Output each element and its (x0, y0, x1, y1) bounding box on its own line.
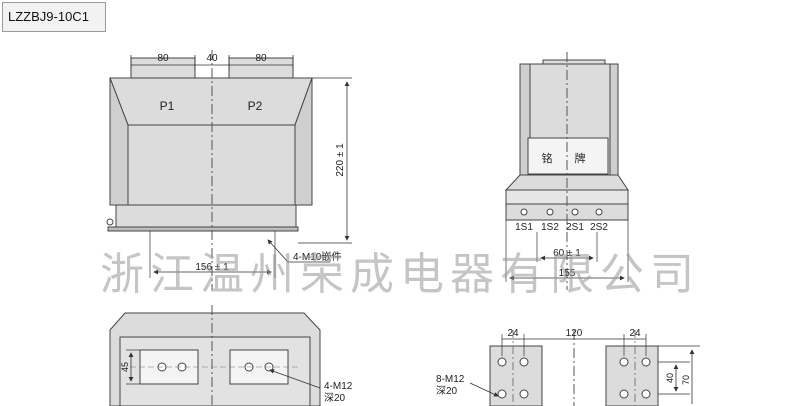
front-ground-bolt (106, 218, 114, 226)
terminal-label-1s1: 1S1 (515, 222, 533, 233)
front-top-body (109, 77, 313, 126)
dim-base-width: 155 (559, 268, 576, 279)
br-hole-7 (619, 389, 629, 399)
br-hole-5 (619, 357, 629, 367)
terminal-screw-1s2 (546, 208, 554, 216)
nameplate (527, 137, 609, 175)
nameplate-char-1: 铭 (542, 151, 553, 165)
terminal-screw-1s1 (520, 208, 528, 216)
bottom-right-pad-right (605, 345, 659, 406)
dim-right-width: 80 (255, 53, 267, 64)
insert-note: 4-M10嵌件 (293, 251, 341, 263)
br-hole-4 (519, 389, 529, 399)
dim-120: 120 (566, 328, 583, 339)
bottom-view: 45 4-M12 深20 (109, 305, 353, 406)
hole-note-line2: 深20 (324, 392, 346, 404)
br-hole-8 (641, 389, 651, 399)
terminal-p1-label: P1 (160, 99, 175, 113)
dim-inner-spacing: 60 ± 1 (553, 248, 581, 259)
front-view: 80 40 80 P1 P2 220 ± 1 156 ± 1 4-M10嵌件 (106, 50, 352, 290)
br-hole-3 (497, 389, 507, 399)
br-hole-note-line1: 8-M12 (436, 374, 465, 385)
bottom-right-pad-left (489, 345, 543, 406)
dim-left-width: 80 (157, 53, 169, 64)
dim-mount-spacing: 156 ± 1 (195, 262, 229, 273)
side-view: 铭 牌 1S1 1S2 2S1 2S2 60 ± 1 155 (504, 52, 629, 290)
nameplate-char-2: 牌 (575, 151, 586, 165)
dim-height: 220 ± 1 (335, 143, 346, 177)
br-hole-note-line2: 深20 (436, 385, 458, 397)
model-title: LZZBJ9-10C1 (2, 2, 106, 32)
br-hole-1 (497, 357, 507, 367)
terminal-p2-label: P2 (248, 99, 263, 113)
front-base (115, 204, 297, 228)
hole-note-line1: 4-M12 (324, 381, 353, 392)
bottom-right-view: 24 120 24 40 70 8-M12 深20 (436, 328, 700, 406)
br-hole-2 (519, 357, 529, 367)
br-hole-6 (641, 357, 651, 367)
terminal-screw-2s1 (571, 208, 579, 216)
terminal-label-2s2: 2S2 (590, 222, 608, 233)
front-base-plate (107, 226, 299, 232)
terminal-label-2s1: 2S1 (566, 222, 584, 233)
terminal-label-1s2: 1S2 (541, 222, 559, 233)
dim-24-left: 24 (507, 328, 519, 339)
dim-gap: 40 (206, 53, 218, 64)
dim-24-right: 24 (629, 328, 641, 339)
terminal-screw-2s2 (595, 208, 603, 216)
dim-40: 40 (665, 373, 675, 383)
dim-45: 45 (120, 362, 130, 372)
dim-70: 70 (681, 375, 691, 385)
